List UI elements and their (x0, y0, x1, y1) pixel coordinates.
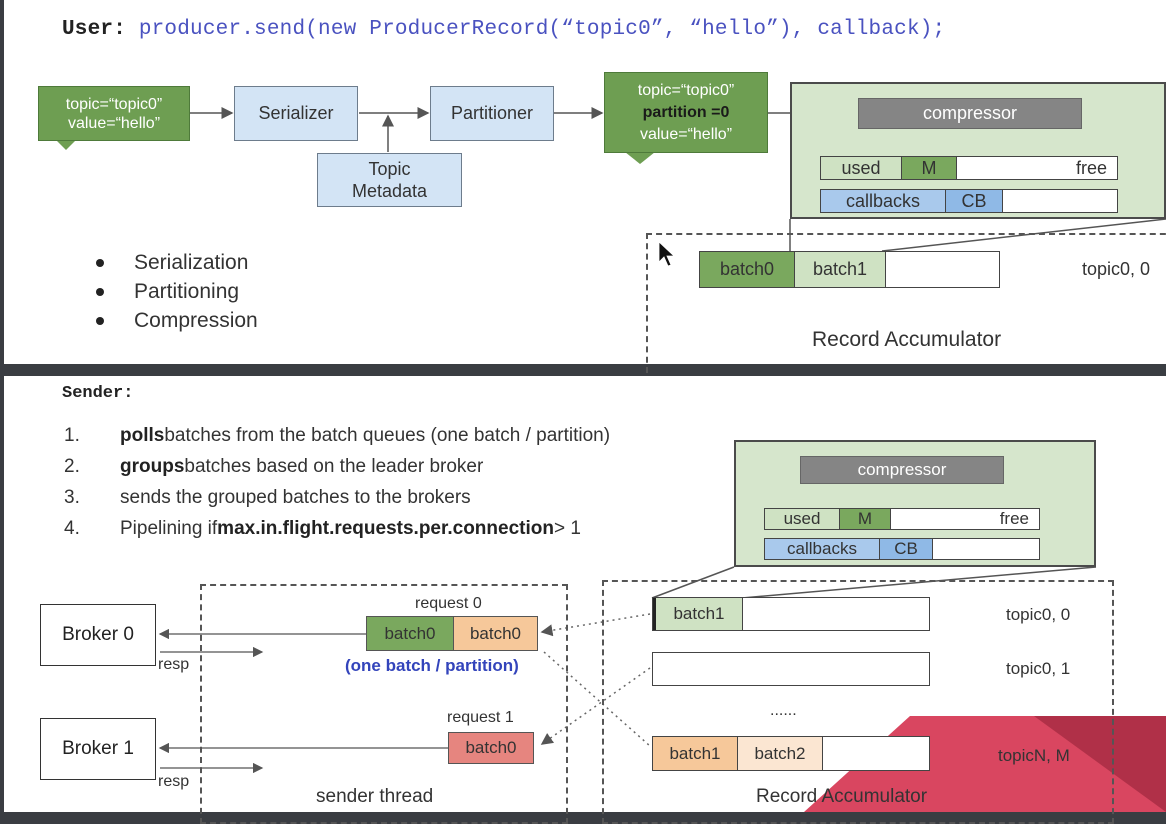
record-box: topic=“topic0” value=“hello” (38, 86, 190, 141)
queue-row-1 (652, 652, 930, 686)
bottom-callbacks-cell: callbacks (765, 539, 880, 559)
bullet-item: Serialization (84, 248, 258, 277)
bottom-callbacks-empty (933, 539, 1039, 559)
user-code: producer.send(new ProducerRecord(“topic0… (138, 18, 946, 41)
broker-1-box: Broker 1 (40, 718, 156, 780)
partitioned-topic: topic=“topic0” (637, 81, 735, 99)
bottom-compressor-box: compressor (800, 456, 1004, 484)
bottom-used-row: used M free (764, 508, 1040, 530)
top-callbacks-empty (1003, 190, 1117, 212)
request0-box: batch0 batch0 (366, 616, 538, 651)
bottom-buffer-panel: compressor used M free callbacks CB (734, 440, 1096, 567)
poll-queue0 (540, 613, 651, 637)
queue0-batch1: batch1 (653, 598, 743, 630)
queue0-tp: topic0, 0 (1006, 605, 1071, 624)
top-m-cell: M (902, 157, 957, 179)
callout-tail-partitioned (625, 152, 655, 164)
record-value: value=“hello” (67, 114, 161, 132)
topic-metadata-line1: Topic (368, 159, 411, 179)
partitioner-box: Partitioner (430, 86, 554, 141)
bullet-item: Partitioning (84, 277, 258, 306)
bottom-cb-cell: CB (880, 539, 933, 559)
top-compressor-box: compressor (858, 98, 1082, 129)
top-buffer-panel: compressor used M free callbacks CB (790, 82, 1166, 219)
request1-batch: batch0 (448, 732, 534, 764)
bottom-used-cell: used (765, 509, 840, 529)
top-cb-cell: CB (946, 190, 1003, 212)
user-prefix: User: (62, 18, 127, 41)
bottom-zoom-left (651, 566, 735, 599)
request1-label: request 1 (447, 709, 514, 726)
request0-note: (one batch / partition) (345, 656, 519, 675)
request0-batch-b: batch0 (454, 617, 537, 650)
queueN-tp: topicN, M (998, 746, 1070, 765)
bottom-accumulator-label: Record Accumulator (756, 786, 928, 807)
corner-accent-shade (1034, 716, 1166, 812)
sender-title: Sender: (62, 384, 134, 403)
resp-label-1: resp (158, 773, 190, 790)
top-free-cell: free (957, 157, 1117, 179)
resp-label-0: resp (158, 656, 190, 673)
mouse-cursor-icon (658, 241, 676, 267)
serializer-box: Serializer (234, 86, 358, 141)
queue-row-0: batch1 (652, 597, 930, 631)
top-queue: batch0 batch1 (699, 251, 1000, 288)
partitioned-value: value=“hello” (639, 125, 733, 143)
queue-ellipsis: ...... (770, 702, 797, 719)
top-used-cell: used (821, 157, 902, 179)
top-used-row: used M free (820, 156, 1118, 180)
sender-steps: 1. polls batches from the batch queues (… (64, 420, 610, 544)
top-connectors (56, 107, 1166, 267)
top-queue-tp: topic0, 0 (1082, 259, 1151, 279)
queueN-batch2: batch2 (738, 737, 823, 770)
user-code-line: User: producer.send(new ProducerRecord(“… (62, 18, 945, 41)
bottom-slide: Sender: 1. polls batches from the batch … (4, 376, 1166, 824)
top-queue-batch1: batch1 (795, 252, 886, 287)
callout-tail-record (56, 140, 76, 150)
partitioned-partition: partition =0 (642, 103, 730, 121)
broker-0-box: Broker 0 (40, 604, 156, 666)
bottom-callbacks-row: callbacks CB (764, 538, 1040, 560)
sender-thread-label: sender thread (316, 786, 434, 807)
zoom-line-right (881, 218, 1166, 252)
topic-metadata-box: Topic Metadata (317, 153, 462, 207)
bottom-m-cell: M (840, 509, 891, 529)
step-item: 3. sends the grouped batches to the brok… (64, 486, 471, 508)
top-slide: User: producer.send(new ProducerRecord(“… (4, 0, 1166, 373)
request0-batch-a: batch0 (367, 617, 454, 650)
queue1-tp: topic0, 1 (1006, 659, 1071, 678)
top-accumulator-frame (646, 233, 1166, 373)
record-topic: topic=“topic0” (65, 95, 163, 113)
top-accumulator-label: Record Accumulator (812, 328, 1002, 351)
top-callbacks-row: callbacks CB (820, 189, 1118, 213)
topic-metadata-line2: Metadata (351, 181, 428, 201)
bullet-item: Compression (84, 306, 258, 335)
poll-queue1 (540, 667, 651, 745)
step-item: 4. Pipelining if max.in.flight.requests.… (64, 517, 581, 539)
bottom-free-cell: free (891, 509, 1039, 529)
top-queue-batch0: batch0 (700, 252, 795, 287)
top-callbacks-cell: callbacks (821, 190, 946, 212)
partitioned-record-box: topic=“topic0” partition =0 value=“hello… (604, 72, 768, 153)
queue-row-n: batch1 batch2 (652, 736, 930, 771)
queueN-batch1: batch1 (653, 737, 738, 770)
step-item: 1. polls batches from the batch queues (… (64, 424, 611, 446)
feature-bullets: Serialization Partitioning Compression (84, 248, 258, 335)
request0-label: request 0 (415, 595, 482, 612)
bottom-zoom-right (741, 566, 1097, 599)
step-item: 2. groups batches based on the leader br… (64, 455, 484, 477)
